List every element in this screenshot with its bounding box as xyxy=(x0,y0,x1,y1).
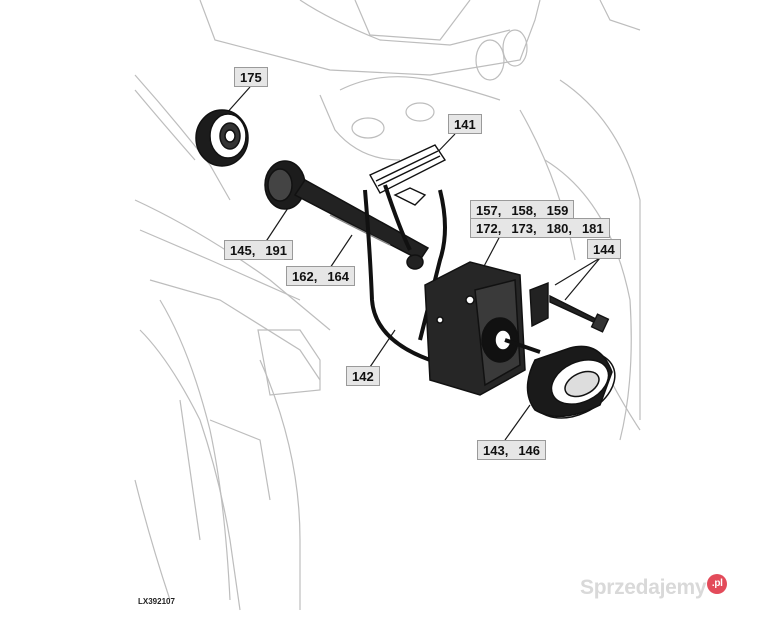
callout-number: 143, xyxy=(483,442,509,458)
pump-housing xyxy=(406,254,541,396)
callout-number: 145, xyxy=(230,242,256,258)
watermark-badge: .pl xyxy=(707,574,728,594)
callout-144[interactable]: 144 xyxy=(587,239,621,259)
callout-number: 146 xyxy=(518,442,541,458)
callout-number: 144 xyxy=(593,241,615,257)
drive-shaft xyxy=(264,160,430,261)
callout-172-173-180-181[interactable]: 172, 173, 180, 181 xyxy=(470,218,610,238)
callout-number: 142 xyxy=(352,368,374,384)
callout-number: 159 xyxy=(546,202,569,218)
callout-number: 175 xyxy=(240,69,262,85)
callout-number: 164 xyxy=(327,268,350,284)
callout-number: 141 xyxy=(454,116,476,132)
watermark-text: Sprzedajemy xyxy=(580,576,707,599)
callout-number: 181 xyxy=(581,220,604,236)
callout-141[interactable]: 141 xyxy=(448,114,482,134)
callout-number: 191 xyxy=(265,242,288,258)
callout-157-158-159[interactable]: 157, 158, 159 xyxy=(470,200,575,220)
callout-number: 172, xyxy=(476,220,502,236)
watermark: Sprzedajemy.pl xyxy=(580,574,728,600)
callout-162-164[interactable]: 162, 164 xyxy=(286,266,356,286)
bolt-144 xyxy=(529,281,610,333)
leader-lines xyxy=(224,86,601,441)
pulley-175 xyxy=(195,109,249,167)
drawing-id: LX392107 xyxy=(138,597,175,606)
callout-number: 157, xyxy=(476,202,502,218)
callout-145-191[interactable]: 145, 191 xyxy=(224,240,294,260)
hoses-142 xyxy=(363,184,447,362)
callout-143-146[interactable]: 143, 146 xyxy=(477,440,547,460)
cup-143-146 xyxy=(526,345,616,419)
callout-175[interactable]: 175 xyxy=(234,67,268,87)
oil-cooler-141 xyxy=(369,144,447,206)
callout-number: 173, xyxy=(511,220,537,236)
callout-number: 162, xyxy=(292,268,318,284)
callout-number: 158, xyxy=(511,202,537,218)
callout-number: 180, xyxy=(546,220,572,236)
callout-142[interactable]: 142 xyxy=(346,366,380,386)
